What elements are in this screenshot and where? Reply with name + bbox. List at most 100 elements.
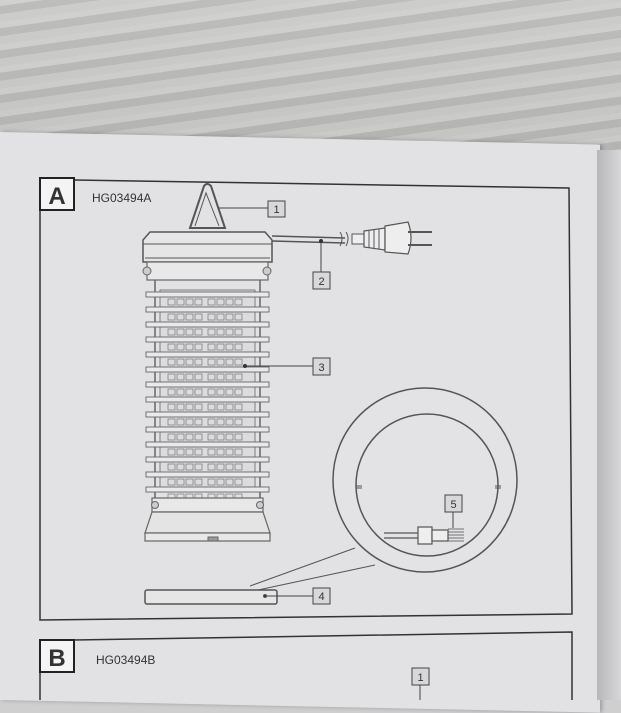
grille-bar [145, 426, 270, 433]
grille-cell [234, 298, 243, 306]
grille-cell [234, 343, 243, 351]
grille-cell [194, 358, 203, 366]
grille-cell [234, 478, 243, 486]
detail-magnifier [332, 387, 518, 573]
grille-cell [185, 418, 194, 426]
callout-box-5: 5 [444, 494, 463, 513]
grille-cell [167, 448, 176, 456]
svg-text:5: 5 [450, 499, 456, 511]
detail-cleaning-brush [384, 526, 464, 545]
grille-bar [145, 336, 270, 343]
grille-cell [207, 418, 216, 426]
grille-cell [216, 313, 225, 321]
grille-cell [207, 313, 216, 321]
grille-cell [207, 478, 216, 486]
grille-cell [216, 433, 225, 441]
grille-cell [167, 418, 176, 426]
grille-cell [185, 433, 194, 441]
callout-box-3: 3 [312, 357, 331, 376]
grille-cell [176, 478, 185, 486]
grille-cell [234, 373, 243, 381]
grille-cell [234, 448, 243, 456]
grille-cell [207, 298, 216, 306]
grille-cell [167, 328, 176, 336]
section-b-model-number: HG03494B [96, 653, 155, 667]
grille-cell [185, 388, 194, 396]
grille-cell [194, 373, 203, 381]
grille-cell [225, 418, 234, 426]
grille-cell [194, 313, 203, 321]
grille-cell [194, 343, 203, 351]
grille-cell [234, 313, 243, 321]
grille-bar [145, 441, 270, 448]
grille-cell [167, 388, 176, 396]
grille-cell [216, 448, 225, 456]
grille-cell [216, 328, 225, 336]
power-cord [271, 231, 349, 247]
grille-cell [167, 343, 176, 351]
grille-cell [207, 463, 216, 471]
grille-bar [145, 456, 270, 463]
grille-cell [207, 388, 216, 396]
grille-bar [145, 366, 270, 373]
grille-cell [185, 373, 194, 381]
callout-box-1: 1 [267, 200, 286, 218]
grille-cell [225, 373, 234, 381]
callout-box-4: 4 [312, 587, 331, 605]
section-b-frame [39, 631, 573, 700]
grille-bar [145, 351, 270, 358]
grille-cell [216, 403, 225, 411]
grille-cell [234, 403, 243, 411]
grille-cell [216, 478, 225, 486]
grille-cell [225, 403, 234, 411]
lamp-grille-bars [145, 291, 270, 501]
grille-bar [145, 411, 270, 418]
grille-cell [225, 328, 234, 336]
grille-cell [167, 478, 176, 486]
grille-cell [234, 463, 243, 471]
grille-bar [145, 486, 270, 493]
grille-cell [194, 448, 203, 456]
grille-cell [216, 373, 225, 381]
lamp-body [142, 261, 272, 542]
grille-bar [145, 321, 270, 328]
grille-cell [176, 328, 185, 336]
grille-cell [225, 313, 234, 321]
grille-cell [176, 358, 185, 366]
grille-cell [225, 298, 234, 306]
grille-cell [176, 463, 185, 471]
collection-tray [144, 547, 376, 605]
grille-cell [225, 478, 234, 486]
grille-cell [194, 298, 203, 306]
section-b-callout-box-1: 1 [411, 667, 430, 700]
grille-cell [185, 343, 194, 351]
grille-cell [176, 343, 185, 351]
grille-bar [145, 471, 270, 478]
grille-bar [145, 396, 270, 403]
manual-page-edge [597, 150, 621, 700]
grille-cell [234, 388, 243, 396]
grille-cell [216, 388, 225, 396]
grille-cell [234, 328, 243, 336]
grille-cell [207, 433, 216, 441]
grille-cell [194, 433, 203, 441]
grille-cell [167, 403, 176, 411]
grille-cell [194, 418, 203, 426]
grille-cell [216, 343, 225, 351]
grille-cell [185, 463, 194, 471]
grille-bar [145, 381, 270, 388]
callout-2-anchor [319, 239, 323, 243]
grille-cell [207, 448, 216, 456]
grille-cell [167, 298, 176, 306]
grille-cell [176, 373, 185, 381]
grille-cell [225, 433, 234, 441]
wood-table-background [0, 0, 621, 150]
grille-cell [185, 478, 194, 486]
grille-cell [194, 403, 203, 411]
grille-cell [176, 388, 185, 396]
grille-cell [207, 328, 216, 336]
grille-cell [216, 418, 225, 426]
grille-cell [216, 298, 225, 306]
lamp-top-cap [142, 231, 273, 263]
grille-bar [145, 291, 270, 298]
